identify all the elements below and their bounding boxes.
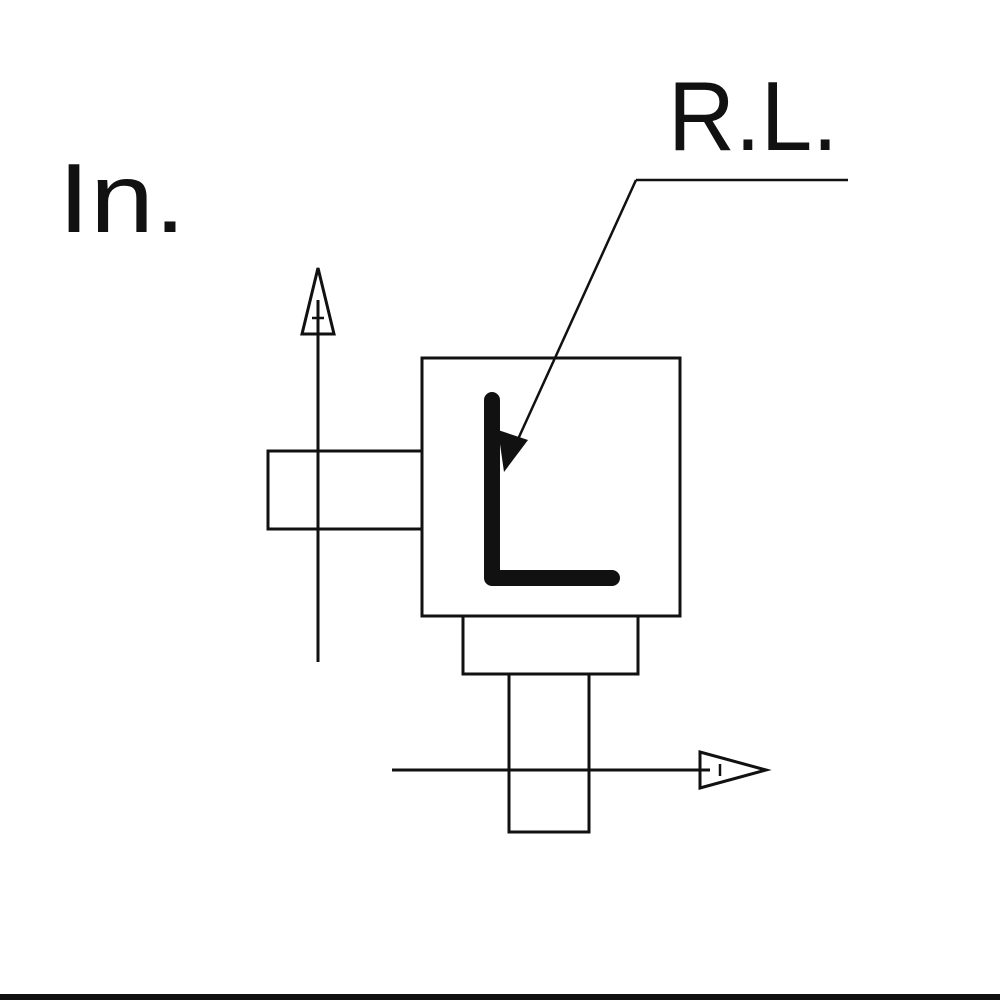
output-flange — [461, 614, 640, 676]
input-shaft — [266, 449, 424, 531]
rotation-l-mark — [484, 392, 620, 586]
bottom-border — [0, 994, 1000, 1000]
input-label: In. — [58, 143, 186, 253]
output-shaft — [507, 672, 591, 834]
input-axis-arrow-icon — [300, 267, 336, 336]
output-axis-arrow-icon — [698, 750, 772, 790]
callout-arrowhead — [498, 430, 528, 472]
callout-leader-diagonal — [512, 179, 638, 449]
callout-label: R.L. — [668, 61, 838, 171]
